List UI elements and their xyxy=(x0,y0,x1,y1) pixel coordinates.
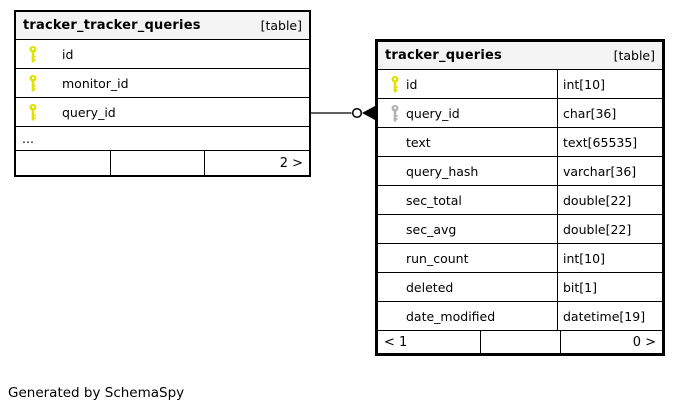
footer-children-count xyxy=(16,151,110,175)
column-name: query_id xyxy=(62,104,116,120)
column-type: double[22] xyxy=(557,186,662,214)
column-name: monitor_id xyxy=(62,75,129,91)
table-header[interactable]: tracker_queries [table] xyxy=(378,42,662,70)
column-row-query-id[interactable]: query_id xyxy=(16,98,309,127)
column-name: date_modified xyxy=(406,308,496,324)
column-row-deleted[interactable]: deleted bit[1] xyxy=(378,273,662,302)
column-row-sec-total[interactable]: sec_total double[22] xyxy=(378,186,662,215)
column-name: deleted xyxy=(406,279,454,295)
table-footer: < 1 0 > xyxy=(378,331,662,353)
table-type-badge: [table] xyxy=(613,48,655,63)
column-type: int[10] xyxy=(557,244,662,272)
column-row-id[interactable]: id xyxy=(16,40,309,69)
foreign-key-icon xyxy=(391,104,402,122)
column-type: varchar[36] xyxy=(557,157,662,185)
column-name: text xyxy=(406,134,431,150)
table-header[interactable]: tracker_tracker_queries [table] xyxy=(16,12,309,40)
primary-key-icon xyxy=(29,45,40,63)
column-type: int[10] xyxy=(557,70,662,98)
column-row-date-modified[interactable]: date_modified datetime[19] xyxy=(378,302,662,331)
table-title[interactable]: tracker_tracker_queries xyxy=(23,18,201,33)
generated-by-note: Generated by SchemaSpy xyxy=(8,385,185,401)
primary-key-icon xyxy=(391,75,402,93)
column-name: query_id xyxy=(406,105,460,121)
arrowhead-icon xyxy=(362,106,375,120)
column-type: double[22] xyxy=(557,215,662,243)
footer-children-count: < 1 xyxy=(384,334,408,350)
primary-key-icon xyxy=(29,103,40,121)
column-name: id xyxy=(406,76,418,92)
ellipsis-label: ... xyxy=(22,131,34,146)
column-row-run-count[interactable]: run_count int[10] xyxy=(378,244,662,273)
column-type: datetime[19] xyxy=(557,302,662,330)
columns-truncated-row: ... xyxy=(16,127,309,151)
column-type: bit[1] xyxy=(557,273,662,301)
table-title[interactable]: tracker_queries xyxy=(385,48,502,63)
column-name: sec_avg xyxy=(406,221,457,237)
footer-spacer xyxy=(480,331,560,353)
column-name: id xyxy=(62,46,74,62)
table-tracker-tracker-queries: tracker_tracker_queries [table] id monit… xyxy=(14,10,311,177)
footer-parents-count: 2 > xyxy=(203,151,310,175)
table-type-badge: [table] xyxy=(260,18,302,33)
column-type: char[36] xyxy=(557,99,662,127)
column-row-text[interactable]: text text[65535] xyxy=(378,128,662,157)
column-type: text[65535] xyxy=(557,128,662,156)
column-row-query-hash[interactable]: query_hash varchar[36] xyxy=(378,157,662,186)
footer-parents-count: 0 > xyxy=(559,331,662,353)
primary-key-icon xyxy=(29,74,40,92)
column-name: query_hash xyxy=(406,163,479,179)
column-row-sec-avg[interactable]: sec_avg double[22] xyxy=(378,215,662,244)
column-name: run_count xyxy=(406,250,469,266)
table-footer: 2 > xyxy=(16,151,309,175)
column-row-monitor-id[interactable]: monitor_id xyxy=(16,69,309,98)
column-row-id[interactable]: id int[10] xyxy=(378,70,662,99)
table-tracker-queries: tracker_queries [table] id int[10] query… xyxy=(375,39,665,356)
zero-cardinality-circle-icon xyxy=(351,107,363,119)
footer-spacer xyxy=(109,151,204,175)
column-name: sec_total xyxy=(406,192,462,208)
column-row-query-id[interactable]: query_id char[36] xyxy=(378,99,662,128)
